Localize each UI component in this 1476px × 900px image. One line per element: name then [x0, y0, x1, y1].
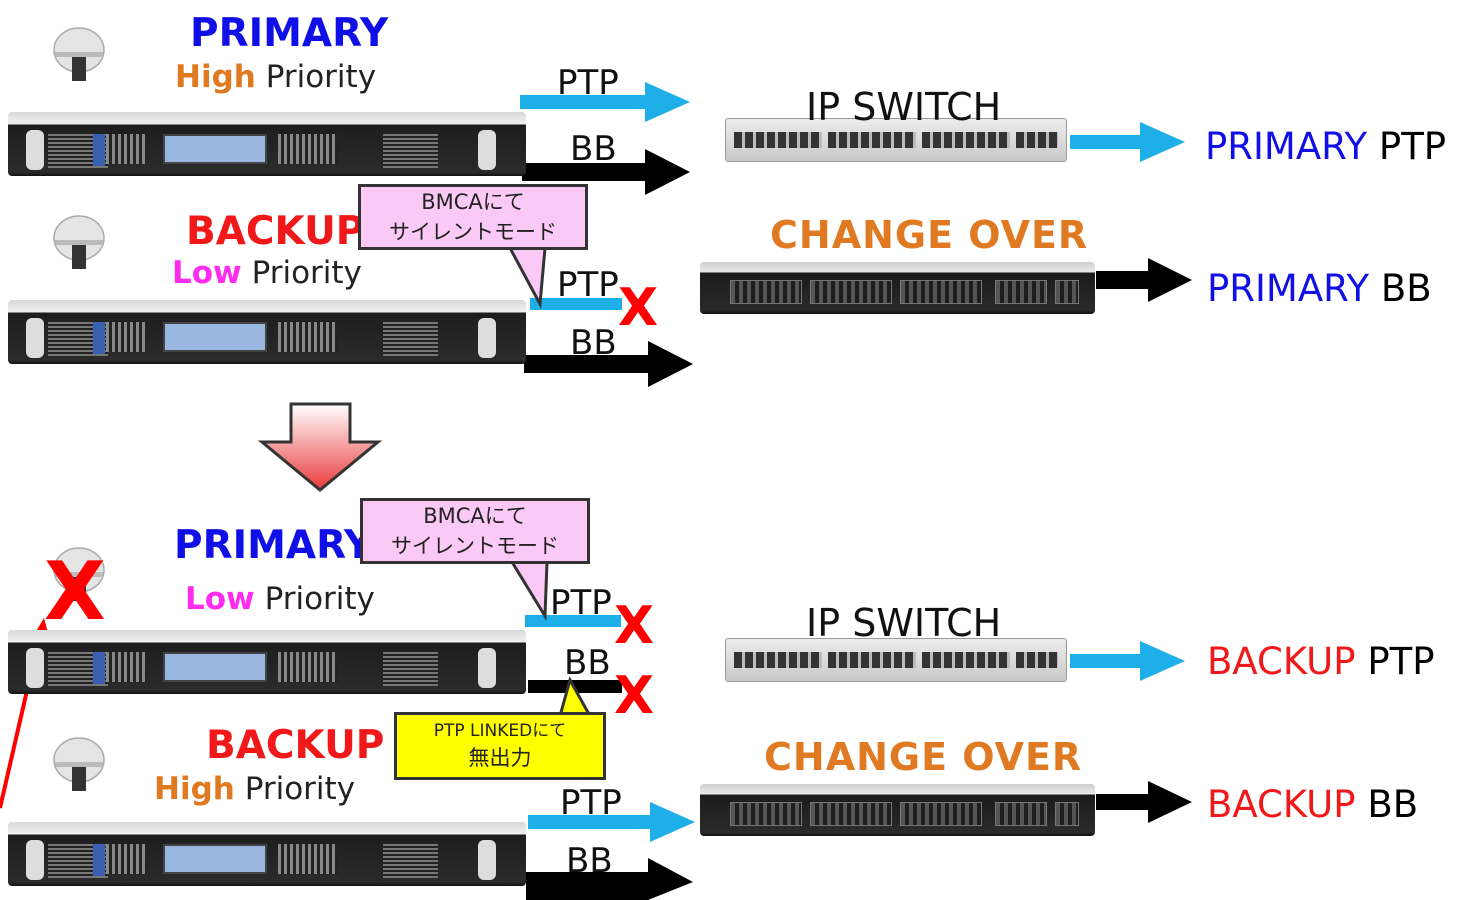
ptp-line-blocked [525, 615, 621, 627]
priority-level: Low [185, 581, 255, 617]
sync-generator-unit [8, 112, 526, 176]
change-over-device [700, 784, 1095, 836]
ip-switch-label: IP SWITCH [806, 85, 1002, 129]
output-bb-label: PRIMARY BB [1207, 270, 1432, 307]
output-signal: BB [1367, 783, 1419, 826]
changeover-out-arrow [1096, 781, 1192, 823]
output-role: PRIMARY [1207, 267, 1370, 310]
callout-line: サイレントモード [389, 220, 557, 244]
ip-switch-device [725, 118, 1067, 162]
bb-arrow [522, 149, 690, 195]
ptp-arrow [528, 802, 695, 842]
bb-label: BB [566, 841, 613, 881]
bb-label: BB [564, 643, 611, 683]
ptp-arrow [520, 82, 690, 122]
bb-arrow [526, 858, 693, 900]
bb-arrow [524, 341, 693, 387]
gnss-antenna-icon [53, 737, 105, 791]
output-signal: PTP [1367, 640, 1435, 683]
backup-role-label: BACKUP [186, 209, 365, 254]
primary-role-label: PRIMARY [190, 11, 389, 56]
bb-label: BB [570, 323, 617, 363]
gnss-antenna-icon [53, 27, 105, 81]
output-bb-label: BACKUP BB [1207, 786, 1418, 823]
primary-priority-label: Low Priority [185, 584, 375, 615]
change-over-label: CHANGE OVER [764, 735, 1083, 779]
ptp-label: PTP [550, 583, 612, 623]
sync-generator-unit [8, 630, 526, 694]
bmca-silent-callout: BMCAにて サイレントモード [358, 184, 588, 250]
callout-line: サイレントモード [391, 534, 559, 558]
fail-x-icon: X [618, 278, 659, 338]
backup-priority-label: High Priority [154, 774, 355, 805]
priority-word: Priority [264, 581, 375, 617]
output-signal: PTP [1378, 125, 1447, 168]
priority-level: Low [172, 255, 242, 291]
gnss-antenna-icon [53, 215, 105, 269]
ptp-label: PTP [557, 265, 619, 305]
priority-word: Priority [251, 255, 362, 291]
bb-label: BB [570, 129, 617, 169]
output-role: PRIMARY [1205, 125, 1368, 168]
fail-x-icon: X [614, 596, 655, 656]
ptp-line-blocked [530, 298, 622, 310]
ip-switch-label: IP SWITCH [806, 601, 1002, 645]
output-ptp-label: BACKUP PTP [1207, 643, 1435, 680]
priority-level: High [175, 59, 256, 95]
priority-level: High [154, 771, 235, 807]
callout-line: PTP LINKEDにて [433, 721, 567, 741]
fail-x-icon: X [614, 666, 655, 726]
down-arrow-icon [257, 402, 383, 492]
output-signal: BB [1380, 267, 1432, 310]
output-role: BACKUP [1207, 783, 1356, 826]
callout-line: 無出力 [468, 746, 532, 770]
switch-out-arrow [1070, 122, 1185, 162]
change-over-device [700, 262, 1095, 314]
priority-word: Priority [244, 771, 356, 807]
primary-role-label: PRIMARY [174, 523, 373, 568]
output-ptp-label: PRIMARY PTP [1205, 128, 1446, 165]
sync-generator-unit [8, 822, 526, 886]
ip-switch-device [725, 638, 1067, 682]
change-over-label: CHANGE OVER [770, 213, 1089, 257]
priority-word: Priority [265, 59, 377, 95]
output-role: BACKUP [1207, 640, 1356, 683]
fail-x-icon: X [44, 545, 106, 638]
sync-generator-unit [8, 300, 526, 364]
ptp-label: PTP [557, 63, 619, 103]
callout-line: BMCAにて [423, 504, 527, 528]
primary-priority-label: High Priority [175, 62, 376, 93]
ptp-label: PTP [560, 783, 622, 823]
backup-role-label: BACKUP [206, 723, 385, 768]
ptp-linked-callout: PTP LINKEDにて 無出力 [394, 712, 606, 780]
changeover-out-arrow [1096, 258, 1192, 302]
bmca-silent-callout: BMCAにて サイレントモード [360, 498, 590, 564]
backup-priority-label: Low Priority [172, 258, 362, 289]
callout-line: BMCAにて [421, 190, 525, 214]
gnss-antenna-icon [53, 547, 105, 601]
switch-out-arrow [1070, 641, 1185, 681]
